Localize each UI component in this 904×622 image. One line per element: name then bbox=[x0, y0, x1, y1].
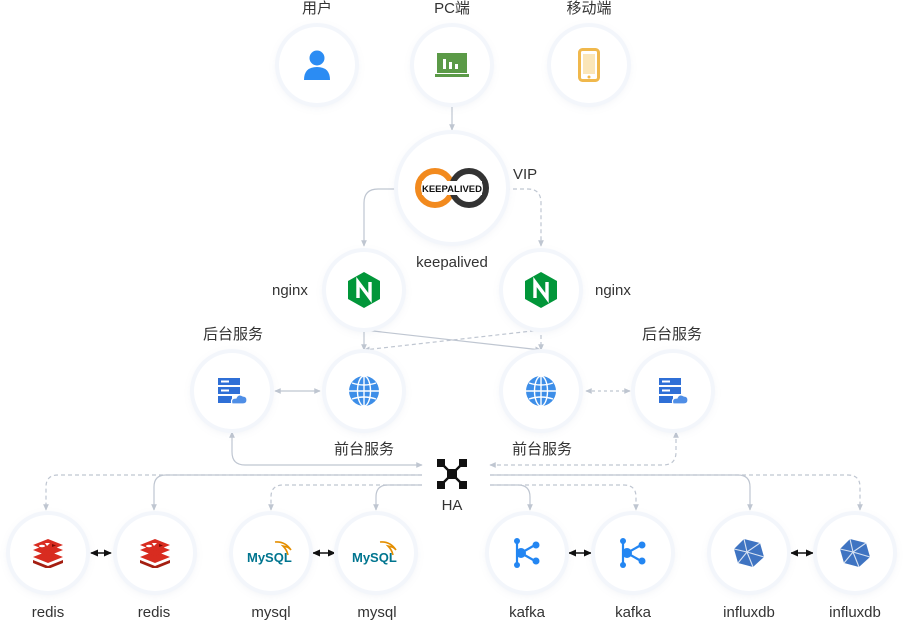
line-keepalived-nginx-left bbox=[361, 188, 398, 247]
user-icon bbox=[304, 50, 330, 80]
keepalived-logo: KEEPALIVED bbox=[415, 168, 489, 208]
mysql-node-1[interactable]: MySQL bbox=[233, 515, 309, 591]
line-ha-redis2 bbox=[151, 474, 422, 511]
kafka-icon bbox=[620, 538, 646, 568]
redis-node-1[interactable] bbox=[10, 515, 86, 591]
line-nginx-right-front-left bbox=[363, 329, 542, 353]
nginx-icon bbox=[525, 272, 557, 308]
ha-label: HA bbox=[441, 497, 463, 514]
influxdb-node-1[interactable] bbox=[711, 515, 787, 591]
frontend-right-label: 前台服务 bbox=[511, 441, 573, 458]
influxdb-icon bbox=[733, 538, 765, 568]
server-cloud-icon bbox=[659, 378, 689, 405]
redis-node-2[interactable] bbox=[117, 515, 193, 591]
line-ha-mysql1 bbox=[268, 484, 422, 511]
line-ha-redis1 bbox=[43, 474, 422, 511]
influxdb-node-2[interactable] bbox=[817, 515, 893, 591]
server-cloud-icon bbox=[218, 378, 248, 405]
redis-icon bbox=[140, 539, 170, 568]
backend-right-label: 后台服务 bbox=[641, 326, 703, 343]
redis-label-1: redis bbox=[31, 604, 65, 621]
globe-icon bbox=[349, 375, 379, 407]
line-ha-kafka2 bbox=[490, 484, 639, 511]
keepalived-node[interactable]: KEEPALIVED bbox=[398, 134, 506, 242]
backend-left-label: 后台服务 bbox=[202, 326, 264, 343]
nginx-left-node[interactable] bbox=[326, 252, 402, 328]
keepalived-logo-text: KEEPALIVED bbox=[422, 184, 482, 195]
vip-label: VIP bbox=[513, 166, 538, 183]
line-ha-influx2 bbox=[490, 474, 863, 511]
backend-right-node[interactable] bbox=[635, 353, 711, 429]
mysql-logo-text: MySQL bbox=[352, 550, 397, 565]
mysql-label-1: mysql bbox=[251, 604, 291, 621]
nginx-left-label: nginx bbox=[272, 282, 308, 299]
line-ha-mysql2 bbox=[373, 484, 422, 511]
kafka-label-2: kafka bbox=[615, 604, 651, 621]
kafka-label-1: kafka bbox=[509, 604, 545, 621]
monitor-chart-icon bbox=[435, 53, 469, 77]
mysql-logo-text: MySQL bbox=[247, 550, 292, 565]
line-nginx-left-front-right bbox=[363, 329, 542, 353]
pc-node[interactable] bbox=[414, 27, 490, 103]
influxdb-label-1: influxdb bbox=[723, 604, 775, 621]
backend-left-node[interactable] bbox=[194, 353, 270, 429]
smartphone-icon bbox=[578, 48, 600, 82]
redis-label-2: redis bbox=[137, 604, 171, 621]
frontend-right-node[interactable] bbox=[503, 353, 579, 429]
line-back-left-ha bbox=[229, 431, 423, 468]
frontend-left-label: 前台服务 bbox=[333, 441, 395, 458]
mysql-label-2: mysql bbox=[357, 604, 397, 621]
nginx-right-node[interactable] bbox=[503, 252, 579, 328]
pc-label: PC端 bbox=[434, 0, 470, 17]
ha-cluster-icon[interactable] bbox=[436, 458, 468, 490]
influxdb-icon bbox=[839, 538, 871, 568]
line-back-right-ha bbox=[489, 431, 679, 468]
line-keepalived-nginx-right bbox=[506, 188, 544, 247]
line-ha-kafka1 bbox=[490, 484, 533, 511]
kafka-node-2[interactable] bbox=[595, 515, 671, 591]
globe-icon bbox=[526, 375, 556, 407]
mobile-label: 移动端 bbox=[566, 0, 612, 17]
influxdb-label-2: influxdb bbox=[829, 604, 881, 621]
user-node[interactable] bbox=[279, 27, 355, 103]
mobile-node[interactable] bbox=[551, 27, 627, 103]
mysql-node-2[interactable]: MySQL bbox=[338, 515, 414, 591]
user-label: 用户 bbox=[301, 0, 333, 17]
nginx-right-label: nginx bbox=[595, 282, 631, 299]
mysql-logo: MySQL bbox=[247, 541, 292, 565]
mysql-logo: MySQL bbox=[352, 541, 397, 565]
kafka-node-1[interactable] bbox=[489, 515, 565, 591]
kafka-icon bbox=[514, 538, 540, 568]
redis-icon bbox=[33, 539, 63, 568]
frontend-left-node[interactable] bbox=[326, 353, 402, 429]
nginx-icon bbox=[348, 272, 380, 308]
keepalived-label: keepalived bbox=[416, 254, 488, 271]
